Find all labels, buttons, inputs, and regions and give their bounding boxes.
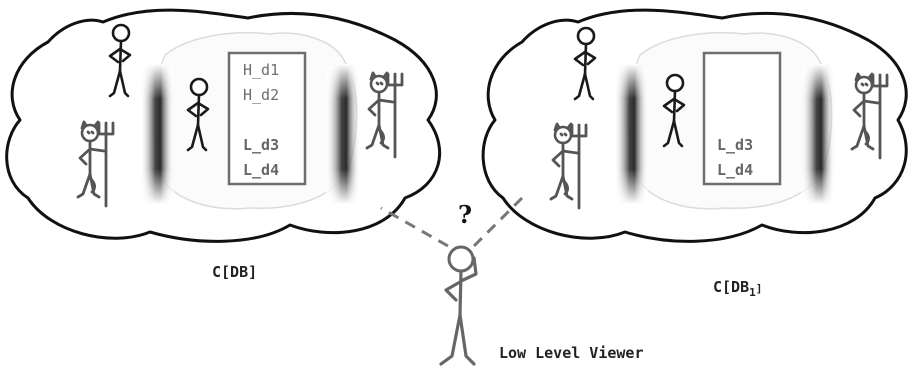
record-l-d3: L_d3 bbox=[243, 136, 279, 154]
thinking-person-icon bbox=[439, 245, 478, 366]
right-cloud: L_d3 L_d4 C[DB1] bbox=[481, 8, 908, 299]
right-record-box bbox=[702, 51, 782, 186]
devil-with-pitchfork-icon bbox=[76, 120, 115, 208]
left-cloud: H_d1 H_d2 L_d3 L_d4 C[DB] bbox=[5, 8, 442, 281]
record-l-d3: L_d3 bbox=[717, 136, 753, 154]
fog-wall-icon bbox=[801, 64, 835, 204]
stick-figure-icon bbox=[573, 26, 597, 101]
right-cloud-outline bbox=[481, 8, 908, 243]
record-l-d4: L_d4 bbox=[243, 161, 279, 179]
question-mark: ? bbox=[458, 200, 472, 229]
devil-with-pitchfork-icon bbox=[850, 72, 889, 160]
view-line-left bbox=[380, 206, 449, 248]
devil-with-pitchfork-icon bbox=[365, 71, 404, 159]
view-line-right bbox=[472, 196, 524, 248]
left-cloud-label: C[DB] bbox=[212, 263, 257, 281]
right-cloud-label: C[DB1] bbox=[713, 278, 762, 299]
fog-wall-icon bbox=[614, 64, 648, 204]
record-h-d2: H_d2 bbox=[243, 86, 279, 104]
fog-wall-icon bbox=[140, 64, 174, 204]
left-record-box bbox=[227, 51, 307, 186]
stick-figure-icon bbox=[108, 23, 132, 98]
devil-with-pitchfork-icon bbox=[549, 122, 588, 210]
viewer: ? Low Level Viewer bbox=[380, 196, 644, 366]
record-l-d4: L_d4 bbox=[717, 161, 753, 179]
viewer-label: Low Level Viewer bbox=[499, 344, 644, 362]
left-cloud-outline bbox=[5, 8, 442, 243]
fog-wall-icon bbox=[326, 64, 360, 204]
record-h-d1: H_d1 bbox=[243, 61, 279, 79]
